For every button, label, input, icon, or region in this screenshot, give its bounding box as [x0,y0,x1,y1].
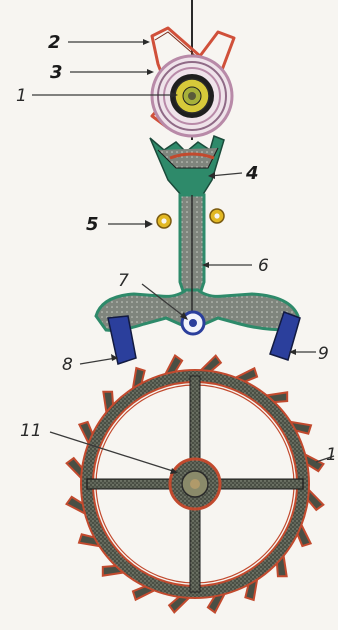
label-2: 2 [48,32,61,53]
label-1: 1 [16,86,27,106]
label-6: 6 [258,256,269,276]
escape-wheel-icon [67,356,324,613]
roller-pivot [170,74,214,118]
label-11: 11 [20,421,42,441]
label-7: 7 [118,271,129,291]
label-9: 9 [318,344,329,364]
label-8: 8 [62,355,73,375]
label-4: 4 [245,163,259,184]
label-10: 1 [326,445,337,465]
label-5: 5 [86,214,99,235]
label-3: 3 [50,62,63,83]
fork-crown [150,136,224,196]
